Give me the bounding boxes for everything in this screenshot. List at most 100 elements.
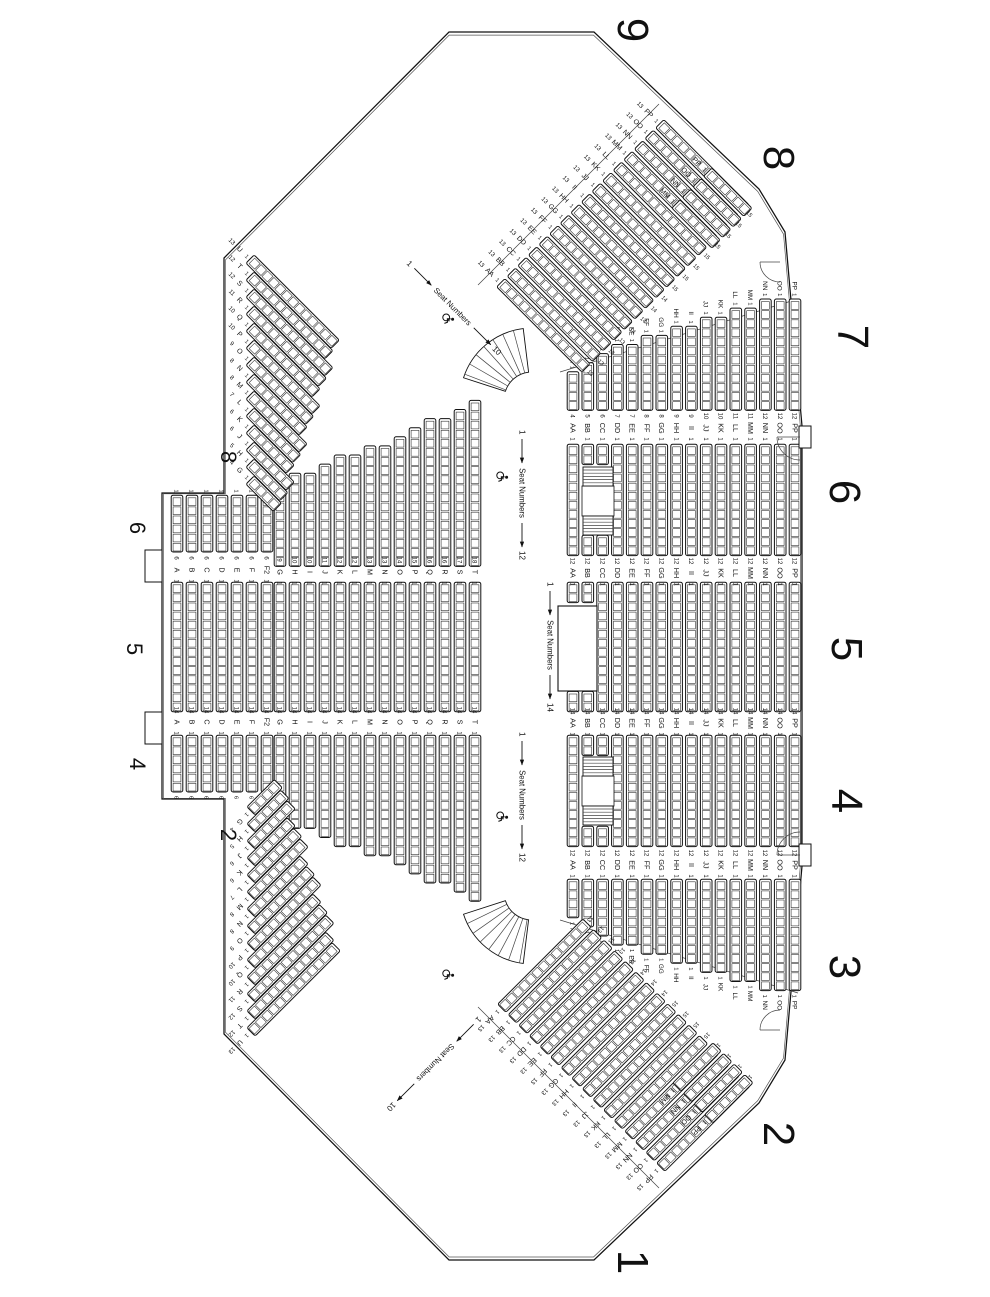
seat[interactable]	[287, 313, 300, 326]
seat[interactable]	[267, 986, 280, 999]
seat[interactable]	[790, 401, 800, 410]
seat[interactable]	[410, 429, 420, 439]
seat[interactable]	[687, 473, 696, 483]
seat[interactable]	[365, 620, 375, 630]
seat[interactable]	[591, 949, 604, 962]
seat[interactable]	[746, 684, 755, 693]
seat[interactable]	[672, 401, 681, 410]
seat[interactable]	[687, 392, 696, 401]
seat[interactable]	[280, 871, 293, 884]
seat[interactable]	[217, 702, 227, 712]
seat[interactable]	[293, 336, 306, 349]
seat[interactable]	[673, 222, 686, 235]
seat[interactable]	[613, 374, 622, 383]
seat[interactable]	[232, 773, 242, 783]
seat[interactable]	[365, 448, 375, 457]
seat[interactable]	[716, 473, 726, 483]
seat[interactable]	[761, 301, 770, 310]
seat[interactable]	[325, 945, 338, 958]
seat[interactable]	[262, 639, 272, 648]
seat[interactable]	[440, 584, 450, 593]
seat[interactable]	[761, 510, 770, 519]
seat[interactable]	[761, 801, 770, 810]
seat[interactable]	[248, 835, 261, 848]
seat[interactable]	[544, 262, 556, 275]
seat[interactable]	[425, 466, 435, 475]
seat[interactable]	[716, 773, 726, 783]
seat[interactable]	[425, 530, 435, 539]
seat[interactable]	[440, 493, 450, 502]
seat[interactable]	[628, 611, 637, 621]
seat[interactable]	[470, 402, 480, 411]
seat[interactable]	[790, 819, 800, 828]
seat[interactable]	[380, 602, 390, 611]
seat[interactable]	[395, 520, 405, 530]
seat[interactable]	[776, 355, 785, 365]
seat[interactable]	[635, 1032, 648, 1045]
seat[interactable]	[672, 926, 681, 936]
seat[interactable]	[776, 828, 785, 837]
seat[interactable]	[608, 953, 621, 966]
seat[interactable]	[380, 792, 390, 801]
seat[interactable]	[455, 429, 465, 439]
seat[interactable]	[746, 792, 755, 801]
seat[interactable]	[665, 256, 678, 269]
seat[interactable]	[305, 666, 315, 675]
seat[interactable]	[255, 315, 267, 327]
seat[interactable]	[365, 837, 375, 846]
seat[interactable]	[255, 383, 267, 395]
seat[interactable]	[365, 557, 375, 566]
seat[interactable]	[628, 392, 637, 401]
seat[interactable]	[556, 275, 569, 288]
seat[interactable]	[633, 160, 645, 173]
seat[interactable]	[672, 620, 681, 630]
seat[interactable]	[255, 451, 267, 463]
seat[interactable]	[702, 639, 711, 648]
seat[interactable]	[731, 337, 740, 346]
seat[interactable]	[455, 746, 465, 755]
seat[interactable]	[275, 602, 285, 611]
seat[interactable]	[731, 401, 740, 410]
seat[interactable]	[628, 881, 637, 890]
seat[interactable]	[470, 439, 480, 448]
seat[interactable]	[520, 1020, 533, 1032]
seat[interactable]	[395, 475, 405, 484]
seat[interactable]	[761, 819, 770, 828]
seat[interactable]	[569, 288, 582, 301]
seat[interactable]	[716, 464, 726, 473]
seat[interactable]	[716, 620, 726, 630]
seat[interactable]	[455, 855, 465, 865]
seat[interactable]	[335, 520, 345, 530]
seat[interactable]	[275, 693, 285, 702]
seat[interactable]	[290, 493, 300, 502]
seat[interactable]	[470, 828, 480, 837]
seat[interactable]	[628, 528, 637, 537]
seat[interactable]	[629, 305, 642, 318]
seat[interactable]	[761, 737, 770, 746]
seat[interactable]	[470, 746, 480, 755]
seat[interactable]	[470, 737, 480, 746]
seat[interactable]	[623, 981, 635, 993]
seat[interactable]	[287, 432, 300, 445]
seat[interactable]	[687, 593, 696, 602]
seat[interactable]	[217, 657, 227, 666]
seat[interactable]	[568, 693, 578, 702]
seat[interactable]	[290, 737, 300, 746]
seat[interactable]	[268, 396, 280, 408]
seat[interactable]	[305, 764, 315, 774]
seat[interactable]	[731, 810, 740, 819]
seat[interactable]	[672, 746, 681, 755]
seat[interactable]	[776, 954, 785, 963]
seat[interactable]	[716, 693, 726, 702]
seat[interactable]	[716, 546, 726, 555]
seat[interactable]	[172, 593, 182, 602]
seat[interactable]	[657, 657, 667, 666]
seat[interactable]	[776, 528, 785, 537]
seat[interactable]	[274, 894, 287, 907]
seat[interactable]	[425, 620, 435, 630]
seat[interactable]	[667, 1064, 680, 1076]
seat[interactable]	[280, 922, 293, 935]
seat[interactable]	[440, 855, 450, 865]
seat[interactable]	[335, 746, 345, 755]
seat[interactable]	[380, 773, 390, 783]
